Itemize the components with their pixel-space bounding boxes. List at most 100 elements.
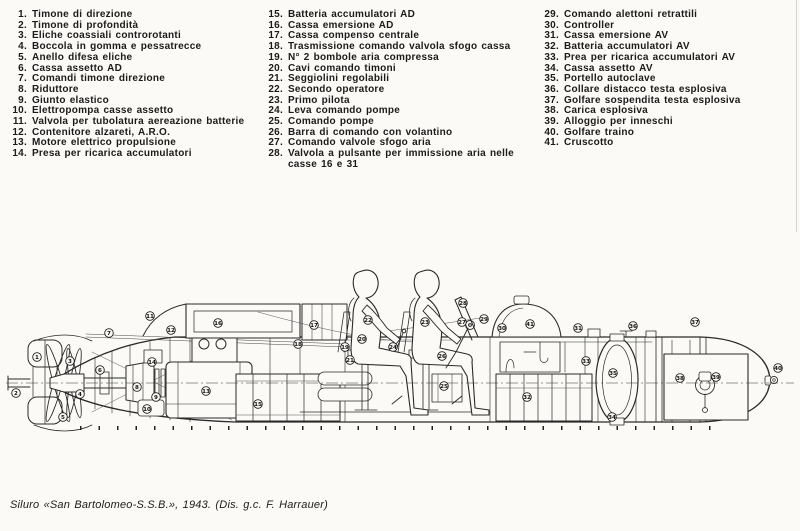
legend-item-number: 25. bbox=[268, 116, 283, 128]
svg-text:29: 29 bbox=[480, 317, 488, 323]
propeller-guard-ring bbox=[33, 334, 93, 432]
legend-item: 25.Comando pompe bbox=[262, 116, 538, 128]
legend-item-number: 6. bbox=[18, 62, 27, 74]
legend-item-number: 20. bbox=[268, 62, 283, 74]
callout-18: 18 bbox=[293, 339, 303, 349]
legend-item: 38.Carica esplosiva bbox=[538, 106, 796, 117]
legend-item: 7.Comandi timone direzione bbox=[6, 74, 262, 85]
aft-casing bbox=[185, 303, 301, 339]
legend-item: 14.Presa per ricarica accumulatori bbox=[6, 148, 262, 160]
legend-item: 29.Comando alettoni retrattili bbox=[538, 9, 796, 21]
legend-item: 28.Valvola a pulsante per immissione ari… bbox=[262, 148, 538, 160]
callout-39: 39 bbox=[711, 372, 721, 382]
callout-19: 19 bbox=[340, 342, 350, 352]
caption: Siluro «San Bartolomeo-S.S.B.», 1943. (D… bbox=[10, 499, 328, 511]
legend-item: 12.Contenitore alzareti, A.R.O. bbox=[6, 127, 262, 139]
compass-fitting bbox=[513, 295, 530, 305]
legend-item: 20.Cavi comando timoni bbox=[262, 62, 538, 75]
legend-item-number: 35. bbox=[544, 73, 559, 85]
legend-item-label: Golfare sospendita testa esplosiva bbox=[564, 94, 741, 106]
svg-text:16: 16 bbox=[214, 321, 222, 327]
callout-14: 14 bbox=[147, 357, 157, 367]
svg-text:1: 1 bbox=[35, 355, 39, 361]
control-gear-box bbox=[499, 341, 561, 373]
legend-item-number: 37. bbox=[544, 94, 559, 106]
callout-6: 6 bbox=[95, 365, 105, 375]
deck-filler bbox=[587, 328, 601, 338]
legend-item-number: 4. bbox=[18, 41, 27, 53]
callout-35: 35 bbox=[608, 368, 618, 378]
legend-item-label: Timone di profondità bbox=[32, 19, 139, 31]
svg-text:27: 27 bbox=[458, 320, 466, 326]
legend-item-number: 31. bbox=[544, 30, 559, 42]
callout-9: 9 bbox=[151, 392, 161, 402]
tow-eye bbox=[769, 375, 779, 385]
svg-text:25: 25 bbox=[440, 384, 448, 390]
callout-26: 26 bbox=[437, 351, 447, 361]
legend-item-label: Primo pilota bbox=[288, 94, 350, 106]
svg-text:35: 35 bbox=[609, 371, 617, 377]
callout-21: 21 bbox=[345, 355, 355, 365]
callout-36: 36 bbox=[628, 321, 638, 331]
steering-column bbox=[445, 327, 469, 369]
legend-item-number: 41. bbox=[544, 137, 559, 149]
svg-text:7: 7 bbox=[107, 331, 111, 337]
legend-item-number: 26. bbox=[268, 126, 283, 138]
legend-item-number: 3. bbox=[18, 30, 27, 42]
svg-text:2: 2 bbox=[14, 391, 18, 397]
svg-text:4: 4 bbox=[78, 392, 82, 398]
legend-item-label: Cassa assetto AV bbox=[564, 62, 653, 74]
callout-30: 30 bbox=[497, 323, 507, 333]
battery-bank-forward bbox=[495, 373, 593, 422]
legend-item-number: 11. bbox=[12, 116, 27, 128]
legend-item-label: Motore elettrico propulsione bbox=[32, 137, 177, 149]
svg-text:6: 6 bbox=[98, 368, 102, 374]
legend-item: 19.N° 2 bombole aria compressa bbox=[262, 52, 538, 64]
legend-item-label: Timone di direzione bbox=[32, 9, 133, 20]
legend-item-number: 15. bbox=[268, 9, 283, 20]
legend-item-label: Carica esplosiva bbox=[564, 105, 648, 117]
legend-item-number: 39. bbox=[544, 116, 559, 128]
callout-15: 15 bbox=[253, 399, 263, 409]
legend-item-number: 2. bbox=[18, 19, 27, 31]
legend-item-number: 29. bbox=[544, 9, 559, 20]
legend-item-number: 16. bbox=[268, 19, 283, 31]
callout-10: 10 bbox=[142, 404, 152, 414]
svg-text:18: 18 bbox=[294, 342, 302, 348]
legend-item: 18.Trasmissione comando valvola sfogo ca… bbox=[262, 41, 538, 53]
svg-text:12: 12 bbox=[167, 328, 175, 334]
legend-item-label: Controller bbox=[564, 19, 615, 31]
legend-item-label: Seggiolini regolabili bbox=[288, 73, 390, 85]
legend-item: 24.Leva comando pompe bbox=[262, 106, 538, 117]
svg-text:19: 19 bbox=[341, 345, 349, 351]
release-collar bbox=[655, 336, 707, 423]
svg-text:11: 11 bbox=[146, 314, 154, 320]
svg-text:9: 9 bbox=[154, 395, 158, 401]
legend-item-number: 22. bbox=[268, 83, 283, 95]
legend-item-label: Collare distacco testa esplosiva bbox=[564, 83, 727, 95]
svg-text:3: 3 bbox=[68, 359, 72, 365]
legend-item-number: 27. bbox=[268, 137, 283, 149]
legend-item-label: Cassa assetto AD bbox=[32, 62, 123, 74]
legend-item-label: Secondo operatore bbox=[288, 83, 385, 95]
svg-text:36: 36 bbox=[629, 324, 637, 330]
legend-item: 37. Golfare sospendita testa esplosiva bbox=[538, 94, 796, 107]
svg-text:26: 26 bbox=[438, 354, 446, 360]
legend-item: 1.Timone di direzione bbox=[6, 9, 262, 21]
legend-item-number: 9. bbox=[18, 94, 27, 106]
svg-text:37: 37 bbox=[691, 320, 699, 326]
callout-4: 4 bbox=[75, 389, 85, 399]
legend-item: 27.Comando valvole sfogo aria bbox=[262, 138, 538, 149]
legend-item-number: 10. bbox=[12, 105, 27, 117]
legend-item-number: 8. bbox=[18, 83, 27, 95]
legend-item-label: Trasmissione comando valvola sfogo cassa bbox=[288, 41, 511, 53]
legend-item-label: Barra di comando con volantino bbox=[288, 126, 453, 138]
legend-item: 2. Timone di profondità bbox=[6, 19, 262, 32]
pilot-figure bbox=[409, 269, 490, 416]
callout-11: 11 bbox=[145, 311, 155, 321]
callout-24: 24 bbox=[388, 342, 398, 352]
svg-text:41: 41 bbox=[526, 322, 534, 328]
